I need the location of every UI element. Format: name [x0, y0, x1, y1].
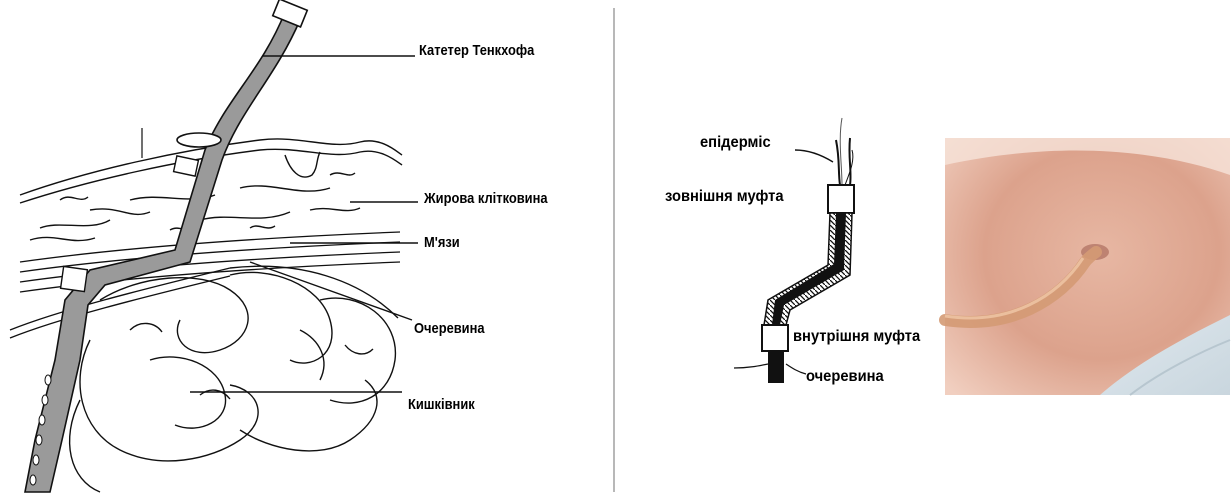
label-outer-cuff: зовнішня муфта — [665, 188, 784, 206]
label-epidermis: епідерміс — [700, 134, 771, 152]
label-fat-tissue: Жирова клітковина — [424, 190, 548, 207]
inner-cuff-shape — [762, 325, 788, 351]
outer-cuff-shape — [828, 185, 854, 213]
label-intestine: Кишківник — [408, 396, 475, 413]
label-peritoneum-right: очеревина — [806, 368, 884, 386]
label-peritoneum: Очеревина — [414, 320, 485, 337]
label-tenckhoff-catheter: Катетер Тенкхофа — [419, 42, 534, 59]
exit-site-photo — [945, 138, 1230, 395]
label-inner-cuff: внутрішня муфта — [793, 328, 920, 346]
label-muscles: М'язи — [424, 234, 460, 251]
